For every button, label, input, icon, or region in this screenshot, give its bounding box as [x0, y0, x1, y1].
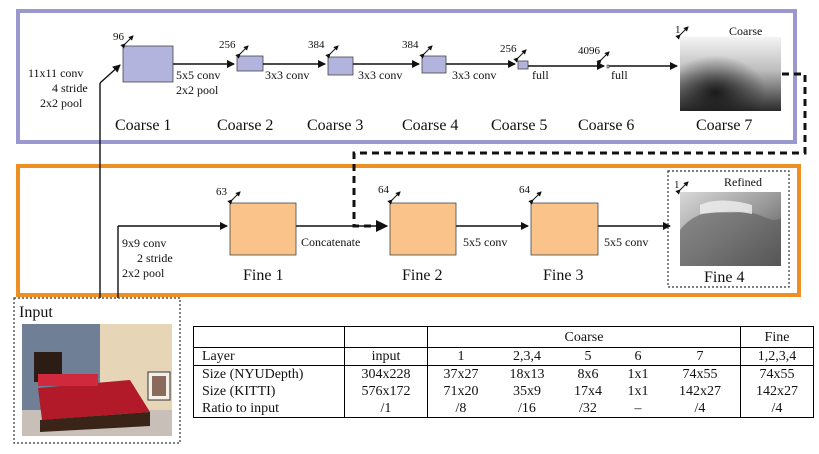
table-cell: 37x27: [427, 365, 494, 383]
table-cell: 6: [616, 347, 660, 366]
coarse-5-block: [517, 60, 529, 70]
fine-1-channels: 63: [216, 186, 228, 198]
table-header-coarse: Coarse: [427, 326, 741, 348]
coarse-2-channels: 256: [219, 39, 236, 51]
table-cell: /16: [494, 400, 560, 418]
coarse-5-channels: 256: [500, 43, 517, 55]
table-cell: 1,2,3,4: [740, 347, 814, 366]
fine-output-frame: [667, 170, 790, 288]
coarse-op-2x2pool: 2x2 pool: [176, 83, 219, 97]
fine-input-op-1: 9x9 conv: [122, 236, 166, 250]
fine-2-name: Fine 2: [402, 267, 442, 284]
coarse-3-block: [327, 56, 354, 76]
coarse-op-full-b: full: [611, 68, 628, 82]
fine-op-5x5conv-a: 5x5 conv: [463, 235, 507, 249]
table-cell: /1: [344, 400, 428, 418]
input-image: [22, 324, 172, 436]
coarse-frame: [16, 9, 797, 144]
coarse-op-5x5conv: 5x5 conv: [176, 68, 220, 82]
fine-4-channels: 1: [674, 179, 680, 191]
table-cell: 1x1: [616, 365, 660, 383]
table-cell: 576x172: [344, 383, 428, 400]
fine-frame: [16, 164, 801, 297]
table-cell: 142x27: [740, 383, 814, 400]
table-cell: 35x9: [513, 384, 541, 399]
table-cell: Layer: [193, 347, 345, 366]
fine-2-channels: 64: [378, 184, 390, 196]
layer-size-table: Coarse Fine Layer input 1 2,3,4 5 6 7 1,…: [193, 326, 814, 418]
fine-3-name: Fine 3: [543, 267, 583, 284]
coarse-6-channels: 4096: [578, 45, 601, 57]
table-cell: 304x228: [344, 365, 428, 383]
coarse-input-op-2: 4 stride: [52, 81, 88, 95]
fine-op-5x5conv-b: 5x5 conv: [604, 235, 648, 249]
coarse-output-title: Coarse: [729, 24, 762, 38]
table-cell: 74x55: [740, 365, 814, 383]
input-label: Input: [19, 304, 53, 321]
table-cell: 18x13: [494, 365, 560, 383]
fine-1-block: [229, 202, 297, 256]
fine-output-title: Refined: [724, 175, 762, 189]
coarse-op-3x3conv-b: 3x3 conv: [358, 68, 402, 82]
fine-input-op-2: 2 stride: [137, 251, 173, 265]
coarse-4-block: [421, 55, 447, 74]
table-cell: 2,3,4: [494, 347, 560, 366]
fine-2-block: [389, 202, 457, 256]
table-cell: 1: [427, 347, 494, 366]
table-cell: 71x20: [443, 384, 479, 399]
coarse-7-channels: 1: [675, 24, 681, 36]
coarse-input-op-3: 2x2 pool: [40, 96, 83, 110]
table-header-cell: [344, 326, 428, 348]
coarse-4-channels: 384: [402, 39, 419, 51]
table-header-fine: Fine: [740, 326, 814, 348]
coarse-1-channels: 96: [113, 31, 125, 43]
table-cell: 8x6: [560, 365, 616, 383]
table-cell: 1x1: [627, 384, 649, 399]
coarse-3-name: Coarse 3: [307, 117, 363, 134]
table-cell: /4: [660, 400, 741, 418]
fine-1-name: Fine 1: [243, 267, 283, 284]
fine-op-concatenate: Concatenate: [301, 235, 360, 249]
table-cell: Size (KITTI): [193, 383, 345, 400]
coarse-6-block: [606, 64, 610, 69]
coarse-op-full-a: full: [532, 68, 549, 82]
coarse-5-name: Coarse 5: [491, 117, 547, 134]
fine-3-channels: 64: [519, 184, 531, 196]
coarse-7-name: Coarse 7: [696, 117, 752, 134]
table-cell: 17x4: [574, 384, 602, 399]
coarse-3-channels: 384: [308, 39, 325, 51]
coarse-1-name: Coarse 1: [115, 117, 171, 134]
coarse-2-block: [236, 55, 264, 72]
table-cell: 74x55: [660, 365, 741, 383]
coarse-1-block: [122, 45, 174, 83]
table-cell: input: [344, 347, 428, 366]
table-cell: Ratio to input: [193, 400, 345, 418]
fine-input-op-3: 2x2 pool: [122, 266, 165, 280]
coarse-6-name: Coarse 6: [578, 117, 634, 134]
fine-3-block: [530, 202, 599, 256]
table-cell: /8: [427, 400, 494, 418]
table-cell: –: [616, 400, 660, 418]
coarse-2-name: Coarse 2: [217, 117, 273, 134]
table-cell: 142x27: [660, 383, 741, 400]
table-header-cell: [193, 326, 345, 348]
coarse-4-name: Coarse 4: [402, 117, 458, 134]
table-cell: 5: [560, 347, 616, 366]
table-cell: /32: [560, 400, 616, 418]
coarse-input-op-1: 11x11 conv: [28, 66, 83, 80]
table-cell: 7: [660, 347, 741, 366]
coarse-op-3x3conv-c: 3x3 conv: [452, 68, 496, 82]
table-cell: Size (NYUDepth): [193, 365, 345, 383]
table-cell: /4: [740, 400, 814, 418]
fine-4-name: Fine 4: [704, 269, 744, 286]
coarse-to-fine-connector: [352, 72, 807, 232]
coarse-op-3x3conv-a: 3x3 conv: [265, 68, 309, 82]
